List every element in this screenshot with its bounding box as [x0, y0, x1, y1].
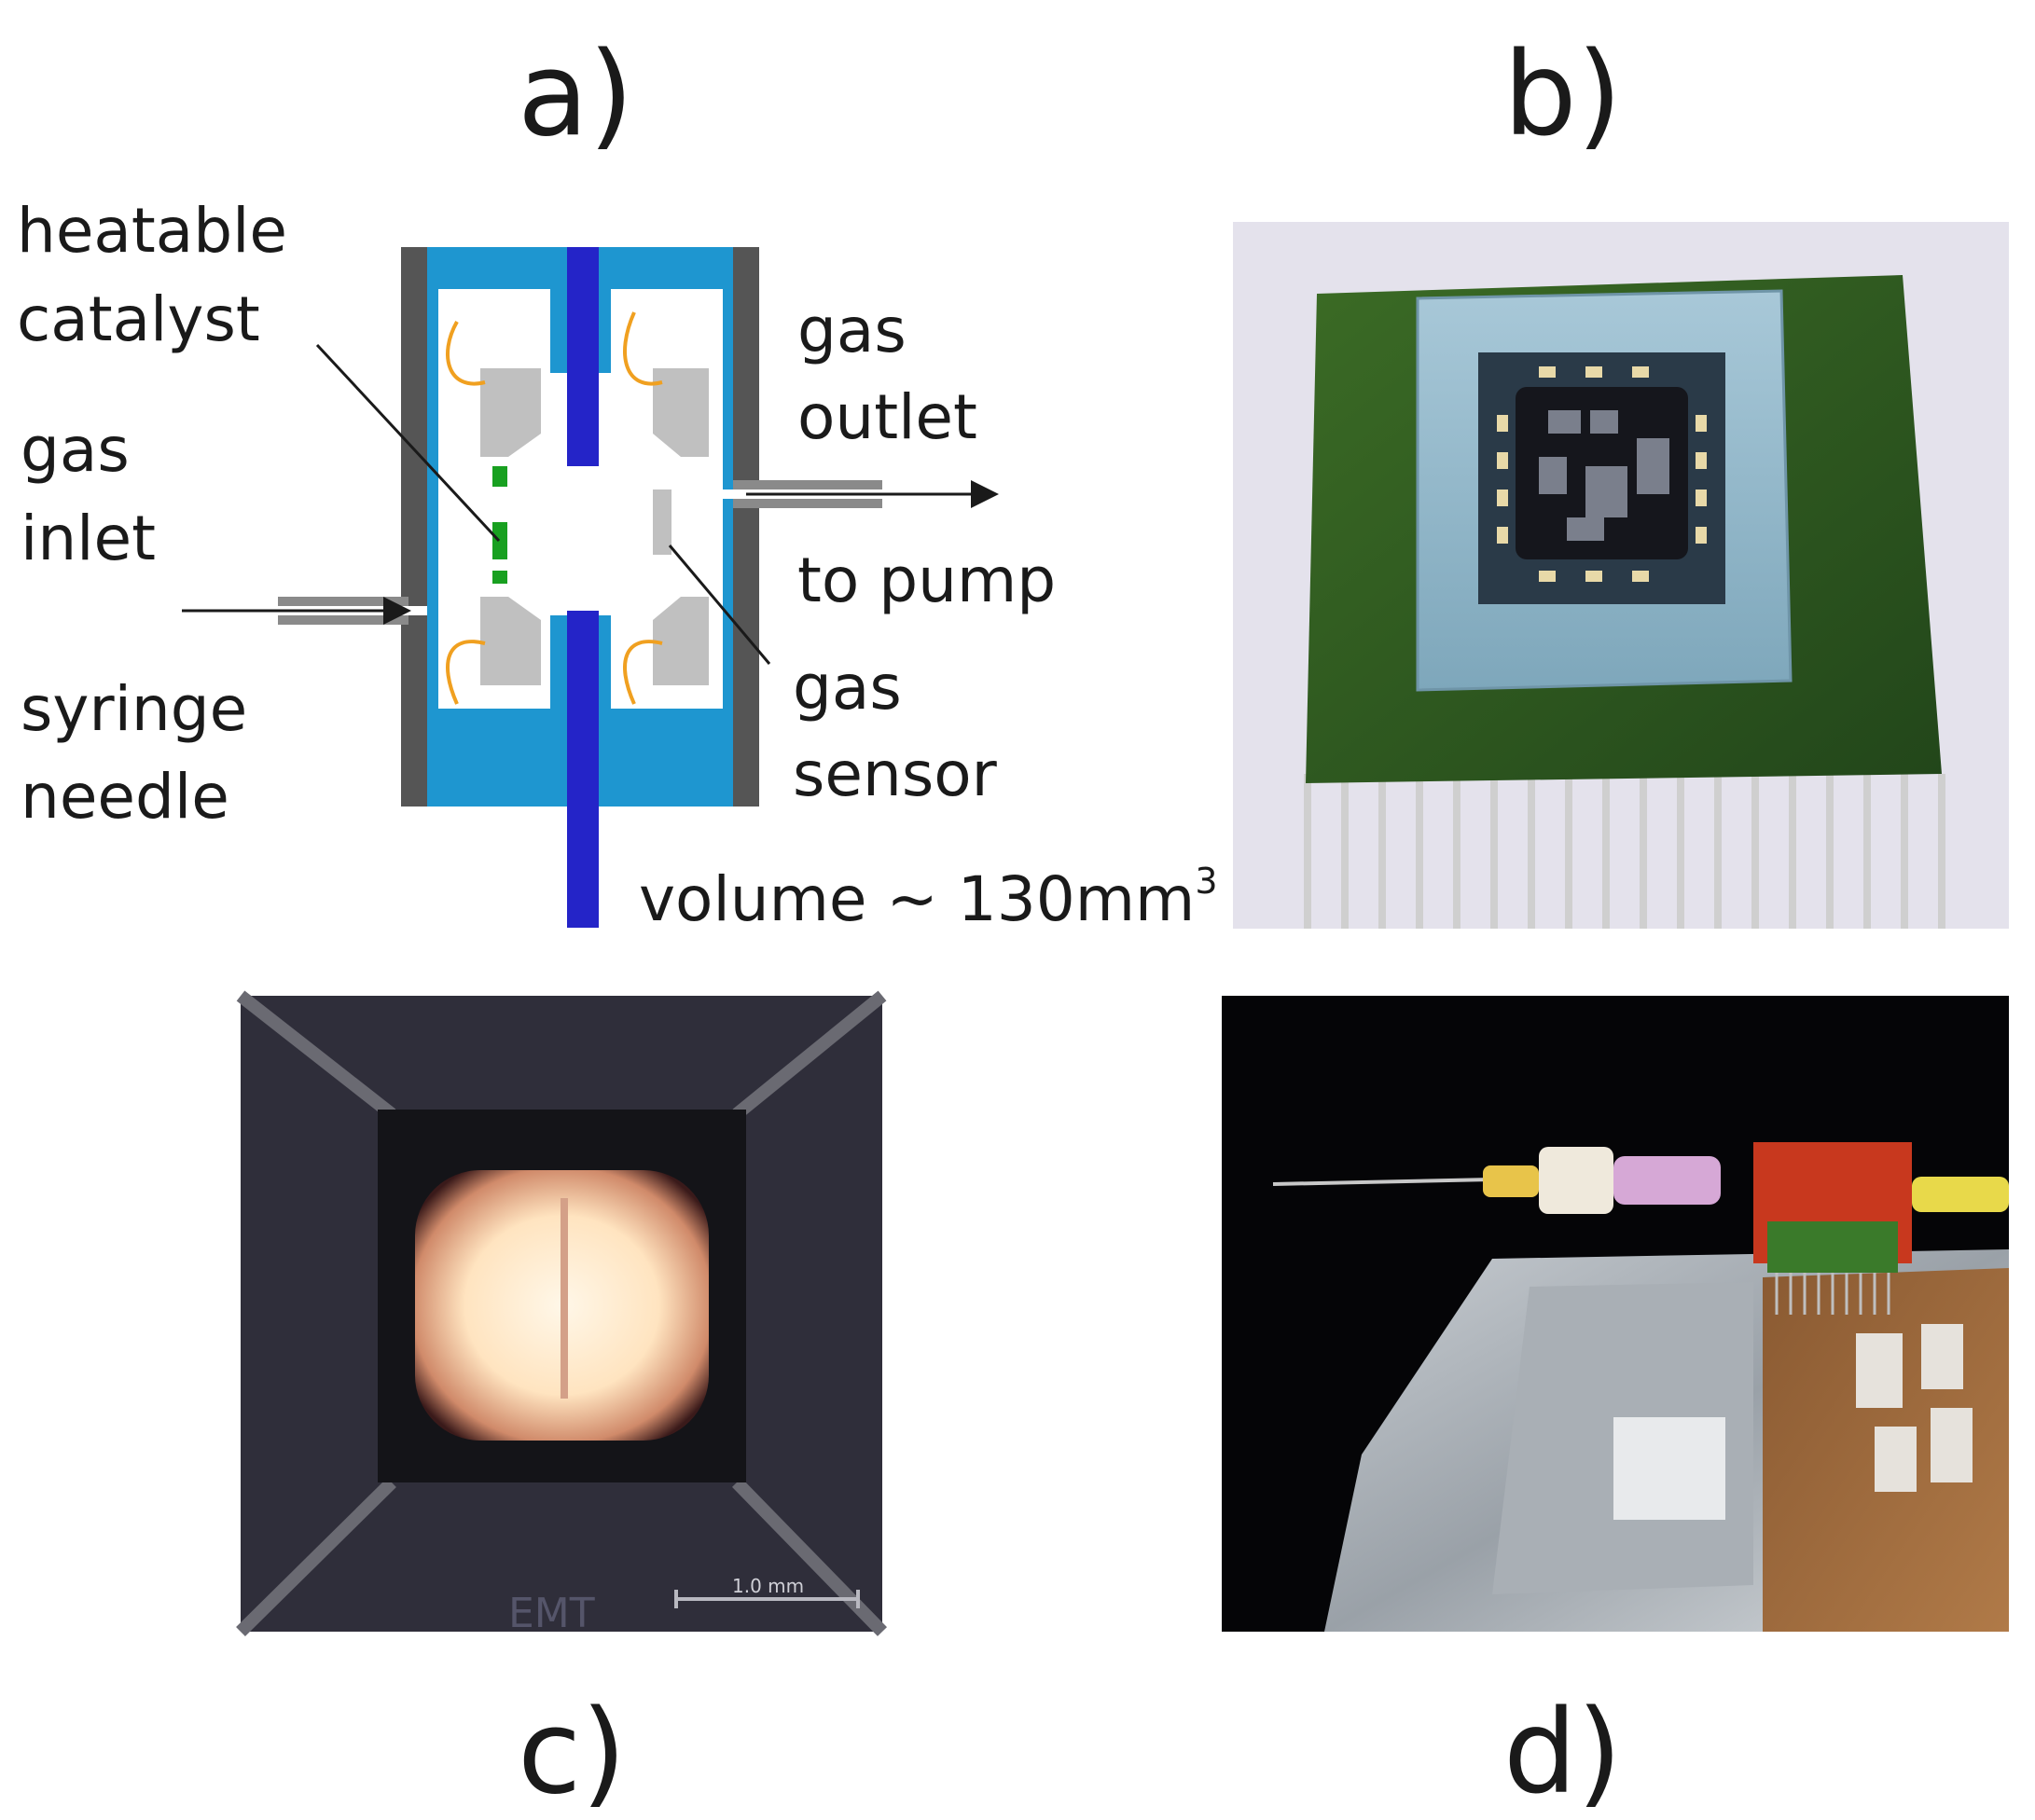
- sensor-holder-top: [653, 368, 709, 457]
- enclosure-pad: [1613, 1417, 1725, 1520]
- catalyst-leader-line: [315, 343, 501, 543]
- scale-bar: [674, 1590, 860, 1608]
- bond-wire-bottom-right: [623, 640, 663, 705]
- label-gas-inlet-2: inlet: [21, 503, 156, 574]
- bond-wire-top-left: [446, 321, 486, 386]
- label-syringe: syringe: [21, 673, 248, 745]
- needle-connector-white: [1539, 1147, 1613, 1214]
- panel-a-schematic: [182, 247, 999, 928]
- chamber-right-wall: [733, 247, 759, 807]
- panel-label-a: a): [518, 28, 634, 162]
- pcb-pins: [1304, 774, 1945, 929]
- electrode-bottom: [567, 611, 599, 928]
- panel-d-photo: [1222, 996, 2009, 1632]
- electrode-top: [567, 247, 599, 466]
- label-gas-outlet-2: outlet: [797, 381, 977, 453]
- label-volume: volume ~ 130mm3: [639, 863, 1218, 931]
- scale-bar-label: 1.0 mm: [732, 1575, 804, 1597]
- panel-label-b: b): [1503, 28, 1623, 162]
- label-heatable: heatable: [17, 195, 288, 267]
- panel-b-photo: [1233, 222, 2009, 929]
- syringe-needle: [1272, 1178, 1493, 1186]
- needle-hub-pink: [1613, 1156, 1721, 1205]
- chamber-left-wall: [401, 247, 427, 807]
- gas-sensor-chip: [653, 489, 671, 555]
- panel-label-c: c): [518, 1686, 627, 1820]
- label-volume-exponent: 3: [1195, 861, 1218, 902]
- chamber-inner-top-left: [438, 247, 550, 289]
- label-gas-outlet-1: gas: [797, 295, 907, 366]
- panel-label-d: d): [1503, 1686, 1623, 1820]
- catalyst-element: [492, 466, 507, 487]
- label-volume-text: volume ~ 130mm: [639, 863, 1196, 935]
- label-gas-sensor-1: gas: [793, 652, 902, 724]
- bond-wire-bottom-left: [446, 640, 486, 705]
- outlet-hub-yellow: [1912, 1177, 2009, 1212]
- board-components: [1856, 1324, 1973, 1492]
- chamber-inner-bottom-left: [438, 709, 550, 774]
- sensor-holder-bottom: [653, 597, 709, 685]
- catalyst-element-2: [492, 522, 507, 559]
- label-needle: needle: [21, 761, 229, 833]
- bond-wire-top-right: [623, 311, 663, 386]
- chamber-inner-bottom-right: [611, 709, 723, 774]
- panel-c-photo: 1.0 mm EMT: [236, 990, 888, 1637]
- label-gas-sensor-2: sensor: [793, 738, 997, 810]
- label-gas-inlet-1: gas: [21, 414, 130, 486]
- emt-watermark: EMT: [508, 1590, 595, 1637]
- catalyst-element-3: [492, 571, 507, 584]
- catalyst-holder-bottom: [480, 597, 541, 685]
- bond-pads: [1497, 366, 1707, 582]
- label-catalyst: catalyst: [17, 283, 260, 355]
- chamber-inner-top-right: [611, 247, 723, 289]
- chamber-pins: [1775, 1273, 1890, 1315]
- sensor-leader-line: [668, 545, 771, 665]
- needle-hub-yellow: [1483, 1165, 1539, 1197]
- die-structures: [1539, 410, 1669, 541]
- label-to-pump: to pump: [797, 545, 1057, 616]
- catalyst-holder-top: [480, 368, 541, 457]
- chamber-pcb: [1767, 1221, 1898, 1273]
- heater-traces: [236, 990, 888, 1636]
